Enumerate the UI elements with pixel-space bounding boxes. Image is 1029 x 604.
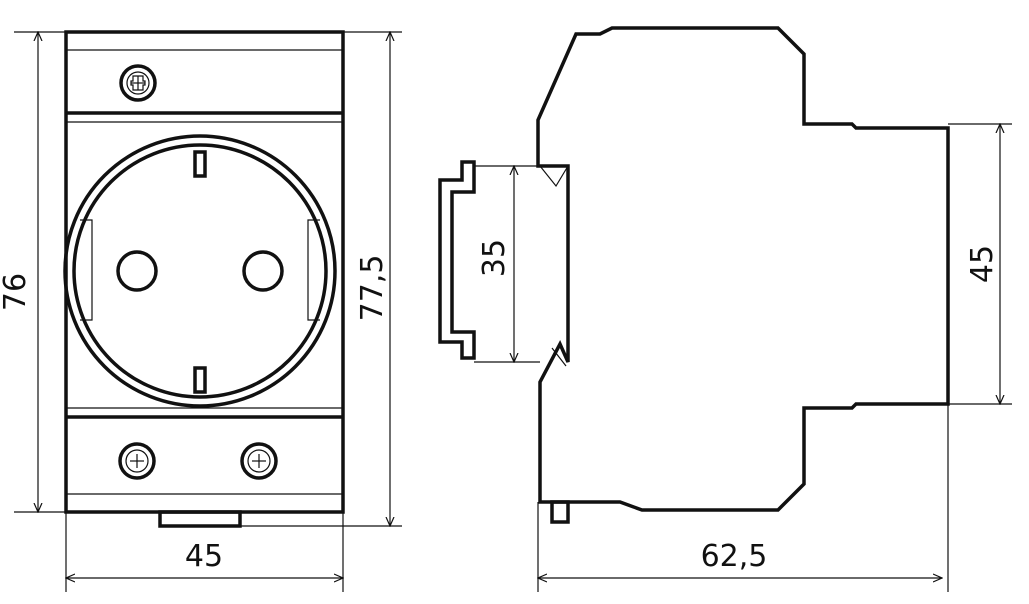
earth-contact-top xyxy=(193,150,207,178)
dim-45-front-label: 45 xyxy=(185,539,223,574)
dim-35: 35 xyxy=(474,166,540,362)
socket-pin-hole-left xyxy=(116,250,158,292)
dim-76-label: 76 xyxy=(0,273,33,311)
dim-35-label: 35 xyxy=(477,239,512,277)
screw-bottom-left xyxy=(118,442,156,480)
side-body-outline xyxy=(536,26,950,512)
din-rail-profile: 35 xyxy=(438,160,540,362)
screw-top xyxy=(119,64,157,102)
rail-clip-bottom xyxy=(551,347,567,367)
socket-inner-ring xyxy=(72,143,328,399)
socket-face-outline xyxy=(80,219,320,321)
dim-62-5: 62,5 xyxy=(538,404,949,592)
side-view: 45 62,5 xyxy=(536,26,1012,592)
screw-bottom-right xyxy=(240,442,278,480)
earth-contact-bottom xyxy=(193,366,207,394)
dim-45-front: 45 xyxy=(66,512,343,592)
socket-outer-ring xyxy=(63,134,337,408)
din-rail-outline xyxy=(438,160,476,360)
side-latch-tab xyxy=(550,500,570,524)
socket-pin-hole-right xyxy=(242,250,284,292)
dim-45-side-label: 45 xyxy=(965,245,1000,283)
din-latch-tab xyxy=(158,510,242,528)
front-view: 76 77,5 45 xyxy=(0,30,402,592)
dim-45-side: 45 xyxy=(948,124,1012,404)
rail-clip-top xyxy=(539,165,569,188)
dim-77-5: 77,5 xyxy=(240,32,402,526)
front-body-outline xyxy=(64,30,345,514)
dim-77-5-label: 77,5 xyxy=(355,255,390,322)
dim-76: 76 xyxy=(0,32,66,512)
dim-62-5-label: 62,5 xyxy=(701,539,768,574)
